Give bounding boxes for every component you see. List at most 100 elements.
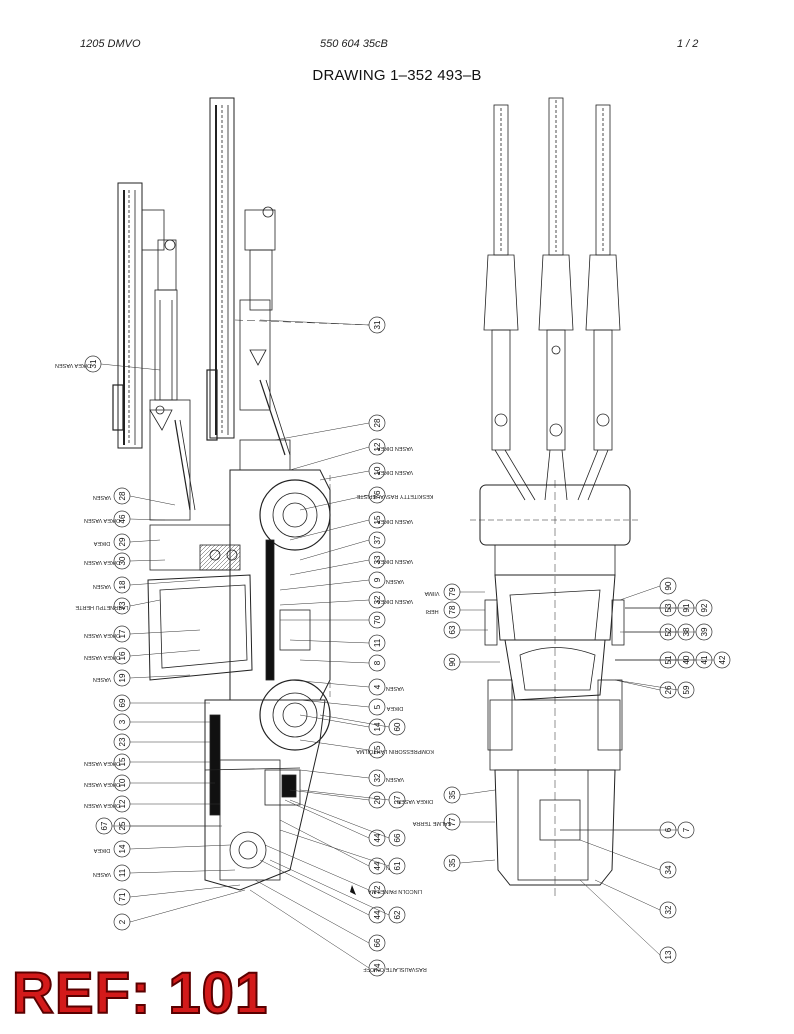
callout-circle	[113, 647, 131, 665]
callout-circle	[113, 487, 131, 505]
callout-number: 13	[664, 950, 673, 959]
callout-circle	[368, 678, 386, 696]
callout-label: KOMPRESSORIN LÄHTÖILMA	[356, 748, 434, 755]
header-left-code: 1205 DMVO	[80, 38, 141, 50]
callout-circle	[113, 576, 131, 594]
callout-circle	[368, 769, 386, 787]
callout-number: 73	[118, 601, 127, 610]
callout-circle	[368, 414, 386, 432]
side-right-callout: 66	[254, 879, 386, 952]
side-left-callout: 2	[113, 889, 246, 931]
callout-number: 91	[682, 603, 691, 612]
callout-circle	[677, 681, 695, 699]
callout-label: VASEN	[93, 583, 111, 589]
callout-number: 44	[373, 910, 382, 919]
callout-number: 9	[373, 577, 382, 582]
callout-circle	[695, 623, 713, 641]
callout-label: VASEN DIKEA	[377, 469, 414, 475]
callout-label: DIKEA VASEN	[84, 781, 120, 787]
callout-leader-line	[100, 363, 161, 371]
callout-leader-line	[129, 559, 166, 562]
side-left-callout: 67	[95, 817, 222, 835]
header-page-number: 1 / 2	[677, 38, 699, 50]
top-view-callout: 63	[443, 621, 488, 639]
callout-circle	[677, 821, 695, 839]
callout-number: 4	[373, 684, 382, 689]
callout-leader-line	[279, 829, 390, 867]
callout-number: 33	[373, 555, 382, 564]
side-left-callout: 3	[113, 713, 210, 731]
callout-number: 63	[448, 625, 457, 634]
callout-circle	[368, 741, 386, 759]
callout-number: 30	[118, 556, 127, 565]
callout-number: 14	[373, 722, 382, 731]
callout-number: 28	[118, 491, 127, 500]
callout-circle	[443, 583, 461, 601]
top-view-callout: 39	[625, 623, 713, 641]
callout-circle	[368, 571, 386, 589]
callout-leader-line	[129, 884, 241, 898]
top-boom-center	[538, 97, 574, 501]
callout-leader-line	[319, 470, 370, 481]
side-right-callout: 44	[284, 799, 386, 847]
callout-leader-line	[129, 844, 231, 850]
callout-label: VASEN	[93, 676, 111, 682]
callout-circle	[113, 694, 131, 712]
callout-leader-line	[459, 859, 496, 864]
callout-label: DIKEA	[93, 540, 110, 546]
callout-label: KESKITETTY RASVAUSPISTE	[356, 493, 433, 499]
callout-circle	[659, 681, 677, 699]
callout-number: 46	[118, 514, 127, 523]
callout-circle	[113, 774, 131, 792]
callout-circle	[368, 316, 386, 334]
side-right-callout: 66	[289, 799, 406, 847]
top-view-callout: 13	[579, 879, 677, 964]
callout-number: 62	[393, 910, 402, 919]
callout-number: 78	[448, 605, 457, 614]
callout-circle	[659, 946, 677, 964]
callout-number: 72	[373, 885, 382, 894]
callout-number: 31	[373, 320, 382, 329]
callout-circle	[388, 857, 406, 875]
callout-label: DIKEA VASEN	[84, 654, 120, 660]
callout-label: VASEN	[93, 871, 111, 877]
callout-leader-line	[619, 585, 661, 601]
side-right-callout: 28	[274, 414, 386, 441]
callout-circle	[368, 486, 386, 504]
callout-circle	[368, 718, 386, 736]
callout-leader-line	[129, 629, 201, 635]
callout-number: 35	[448, 790, 457, 799]
side-right-callout: 8	[299, 654, 386, 672]
callout-leader-line	[129, 495, 176, 506]
callout-leader-line	[269, 859, 390, 916]
callout-circle	[113, 597, 131, 615]
callout-number: 39	[700, 627, 709, 636]
callout-circle	[113, 510, 131, 528]
callout-leader-line	[129, 674, 191, 679]
callout-number: 14	[118, 844, 127, 853]
arrow-mark	[350, 885, 356, 895]
callout-number: 5	[373, 704, 382, 709]
callout-circle	[113, 753, 131, 771]
callout-number: 27	[393, 795, 402, 804]
callout-leader-line	[129, 889, 246, 923]
callout-leader-line	[299, 789, 390, 801]
callout-label: RASVAUSLAITE ON/OFF	[363, 966, 427, 972]
callout-circle	[443, 813, 461, 831]
side-right-callout: 14	[299, 714, 386, 736]
callout-leader-line	[459, 789, 496, 796]
callout-leader-line	[299, 539, 370, 561]
callout-leader-line	[594, 879, 661, 911]
callout-number: 12	[373, 442, 382, 451]
